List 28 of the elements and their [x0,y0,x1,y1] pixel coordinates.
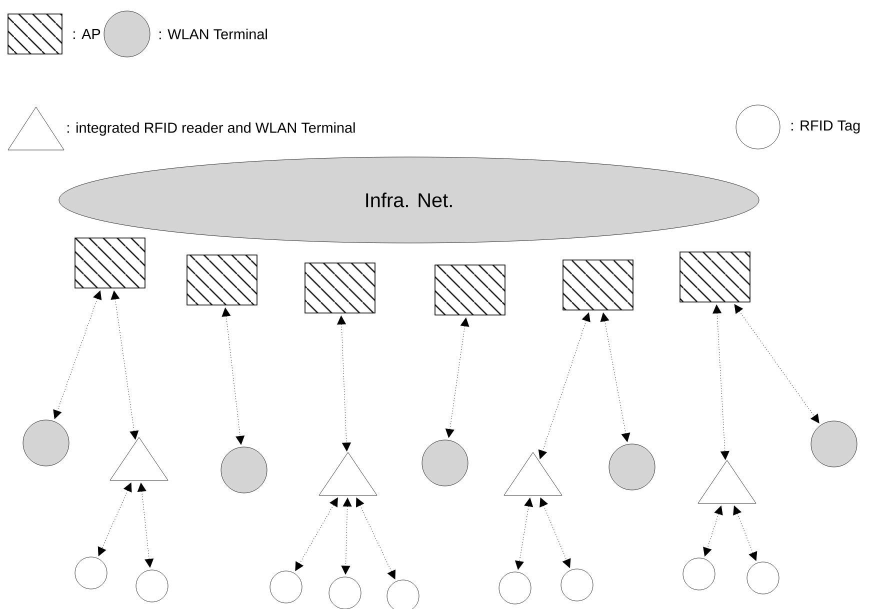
ap-box [74,238,146,288]
terminal-circle [22,420,70,466]
terminal-circle [220,446,268,494]
tag-circle [560,568,594,602]
legend-text: : WLAN Terminal [160,28,267,40]
ap-box [304,262,376,314]
ap-box [562,260,634,310]
ap-box [186,254,258,306]
tag-circle [498,572,532,604]
terminal-circle [810,420,858,468]
tag-circle [746,562,780,594]
reader-triangle [698,460,756,504]
legend-text: : AP [74,29,100,39]
tag-circle [136,570,168,602]
reader-triangle [318,452,378,496]
reader-triangle [110,437,168,481]
arrow [734,304,820,424]
terminal-circle [422,440,468,486]
reader-triangle [504,452,562,496]
tag-circle [74,556,108,590]
legend-text: : integrated RFID reader and WLAN Terminal [68,122,355,136]
terminal-circle [608,444,656,490]
tag-circle [270,570,302,604]
legend-text: : RFID Tag [792,120,860,134]
tag-circle [682,558,716,590]
ap-box [680,252,750,302]
ap-box [434,264,506,316]
arrow [137,482,154,568]
